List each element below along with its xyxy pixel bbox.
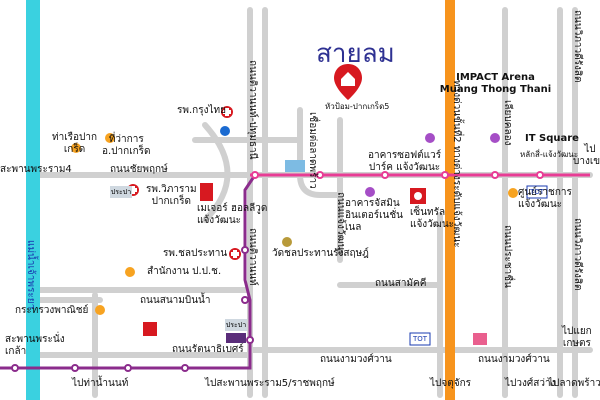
road-tiwanon-label: ถนนติวานนท์-ปทุมธานี [247,60,258,160]
phra-nang-klao-label: สะพานพระนั่ง เกล้า [5,334,65,357]
road-chaiyaphruek-label: ถนนชัยพฤกษ์ [110,164,168,175]
to-nonthaburi-pier-label: ไปท่าน้ำนนท์ [72,378,129,389]
mrt-logo [285,160,305,172]
krungthai-label: รพ.กรุงไทย [177,105,226,116]
road-samakkhi-label: ถนนสามัคคี [375,278,427,289]
road-ngamwongwan-label: ถนนงามวงศ์วาน [320,354,392,365]
vibharam-label: รพ.วิภาราม ปากเกร็ด [146,184,197,207]
gov-center-label: ศูนย์ราชการ แจ้งวัฒนะ [518,187,572,210]
central-logo-icon [410,188,426,204]
purple-stations [11,246,254,372]
project-subtitle: หัวป้อม-ปากเกร็ด5 [325,102,390,111]
road-vibhavadi-2-label: ถนนวิภาวดีรังสิต [572,218,583,291]
road-khlong-label: เลียบคลอง [502,100,513,146]
gas-station-icon [220,126,230,136]
station-badge-b: ประปา [225,321,247,329]
purple-rail-line [0,174,257,370]
to-lat-phrao-label: ไปลาดพร้าว [548,378,600,389]
tha-ruea-label: ท่าเรือปาก เกร็ด [52,132,98,155]
road-network [37,7,593,398]
chonprathan-temple-label: วัดชลประทานรังสฤษฎ์ [272,248,369,259]
mall-logo [473,333,487,345]
it-square-sub-label: หลักสี่-แจ้งวัฒนะ [520,150,579,159]
road-pak-kret-loop [202,122,231,223]
central-label: เซ็นทรัล แจ้งวัฒนะ [410,207,455,230]
tot-badge-south: TOT [412,335,428,343]
bridge4-label: สะพานพระราม4 [0,164,72,175]
to-kaset-label: ไปแยก เกษตร [562,326,592,349]
pink-stations [251,171,544,179]
postal-label: สำนักงาน ป.ป.ช. [147,266,222,277]
road-tiwanon-2-label: ถนนติวานนท์ [247,228,258,286]
road-rattanathibet-label: ถนนรัตนาธิเบศร์ [172,344,244,355]
road-tollway-label: ทางด่วนขั้นที่2 ทางต่างระดับแจ้งวัฒนะ [451,80,462,248]
major-label: เมเจอร์ ฮอลลีวูด แจ้งวัฒนะ [197,203,268,226]
district-office-label: ที่ว่าการ อ.ปากเกร็ด [102,134,151,157]
impact-label: IMPACT Arena Muang Thong Thani [439,72,552,95]
poi-purple-dots [365,133,500,197]
station-badges [110,186,247,343]
road-ngamwongwan-east-label: ถนนงามวงศ์วาน [478,354,550,365]
chonprathan-hospital-label: รพ.ชลประทาน [163,248,228,259]
road-vibhavadi-label: ถนนวิภาวดีรังสิต [572,10,583,83]
it-square-label: IT Square [525,133,579,144]
tot-badge-east: TOT [529,188,545,196]
temple-icon [282,237,292,247]
river-label: แม่น้ำเจ้าพระยา [25,240,36,310]
poi-orange-dots [71,133,518,315]
road-sanambinnam-label: ถนนสนามบินน้ำ [140,295,211,306]
station-badge-a: ประปา [110,188,132,196]
major-cineplex-logo [200,183,213,201]
to-pongsawang-label: ไปวงศ์สว่าง [505,378,556,389]
software-park-label: อาคารซอฟต์แวร์ ปาร์ค แจ้งวัฒนะ [368,150,442,173]
road-prachachuen-w-label: เชื่อมต่อลาดพร้าว [307,112,318,189]
road-chaeng-watthana-label: ถนนแจ้งวัฒนะ [335,192,346,256]
intersection-label: อาคารจัสมิน อินเตอร์เนชั่น เนล [345,198,404,233]
location-pin-icon [334,64,362,100]
to-jatujak-label: ไปจตุจักร [430,378,472,389]
bang-khen-label: ไป บางเขน [573,144,600,167]
commerce-label: กระทรวงพาณิชย์ [15,305,89,316]
road-prachachuen-label: ถนนประชาชื่น [502,225,513,288]
tot-badges [409,185,548,346]
to-rama5-label: ไปสะพานพระราม5/ราชพฤกษ์ [205,378,335,389]
project-title: สายลม [316,39,395,69]
central-logo-icon-west [143,322,157,336]
